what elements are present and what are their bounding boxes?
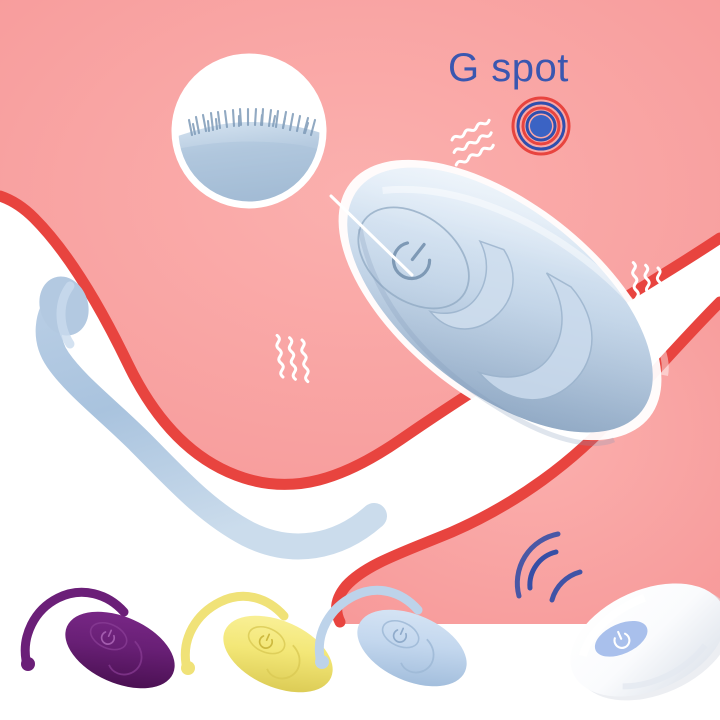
remote-shell [570,583,720,697]
vibration-wave-mid-left [275,333,310,384]
vibration-wave-bottom [476,456,521,501]
device-rim-highlight [382,186,669,376]
inset-ring [171,53,327,209]
wireless-remote-control[interactable] [553,559,720,720]
variant-purple-cord [20,587,129,665]
signal-arc-3 [549,569,583,603]
signal-arc-1 [527,549,559,591]
marker-ring-1 [525,110,557,142]
magnifier-leader-line [329,194,414,277]
variant-purple-ridge [108,640,143,676]
retrieval-cord [35,276,387,560]
cord-path [35,285,387,560]
device-power-button[interactable] [339,187,488,330]
g-spot-target-marker[interactable] [511,96,571,156]
variant-blue[interactable] [314,585,478,701]
power-icon [258,633,274,649]
vibration-marks [275,118,665,501]
variant-purple[interactable] [20,587,186,703]
marker-ring-outer [511,96,571,156]
variant-yellow-ridge [266,644,301,680]
variant-blue-body [357,609,467,687]
vibration-wave-upper-left [450,118,495,167]
variant-yellow[interactable] [180,591,344,707]
variant-blue-button [381,619,420,649]
power-icon [391,241,432,281]
variant-blue-cord [314,585,423,663]
vibration-wave-right [631,261,665,312]
device-bottom-shadow [357,228,616,447]
flame-ridge-outer [476,272,593,401]
remote-highlight [578,594,646,658]
variant-purple-cord-tip [21,657,35,671]
flame-ridge-inner [428,239,514,330]
variant-yellow-button [247,625,286,655]
power-icon [392,627,408,643]
variant-purple-button [89,621,128,651]
power-icon [613,630,631,649]
inset-bristles [187,107,317,137]
main-vibrator-body [338,159,669,447]
signal-arc-2 [514,531,561,599]
variant-blue-cord-tip [315,655,329,669]
texture-magnifier-inset [171,53,327,209]
remote-signal-waves [514,531,583,603]
variant-purple-body [65,611,175,689]
cord-tip-highlight [56,281,75,349]
marker-ring-3 [516,101,566,151]
variant-blue-ridge [400,638,435,674]
power-icon [100,629,116,645]
variant-yellow-cord [180,591,289,669]
variant-yellow-body [223,615,333,693]
variant-yellow-cord-tip [181,661,195,675]
marker-ring-2 [521,106,561,146]
marker-core [530,115,552,137]
remote-lower-shade [622,643,708,690]
